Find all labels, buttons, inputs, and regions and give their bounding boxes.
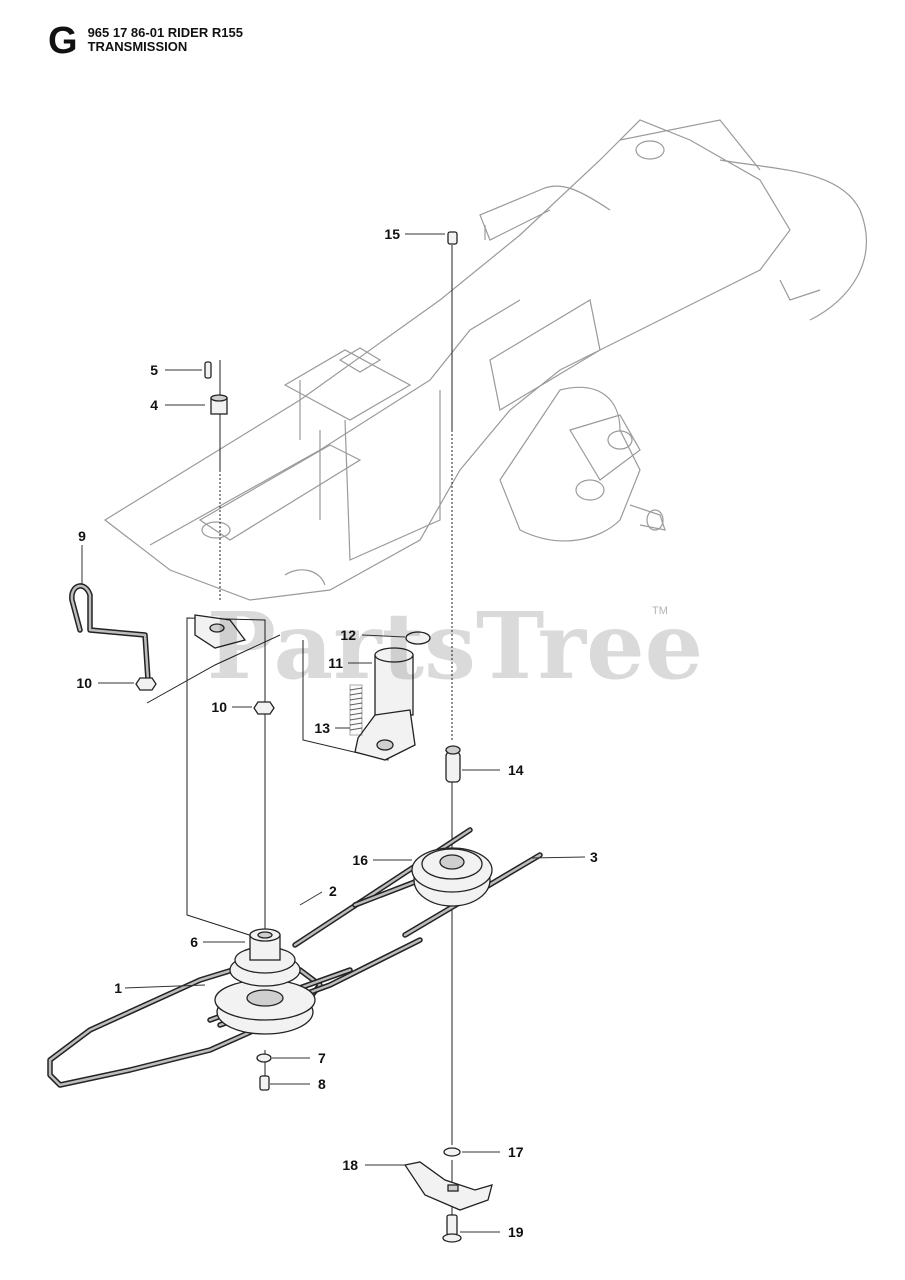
callout-14: 14 bbox=[508, 762, 524, 778]
callout-10a: 10 bbox=[76, 675, 92, 691]
callout-6: 6 bbox=[190, 934, 198, 950]
callout-10b: 10 bbox=[211, 699, 227, 715]
callout-11: 11 bbox=[328, 655, 343, 671]
callout-1: 1 bbox=[114, 980, 122, 996]
callout-18: 18 bbox=[342, 1157, 358, 1173]
diagram-header: G 965 17 86-01 RIDER R155 TRANSMISSION bbox=[48, 20, 243, 62]
callout-12: 12 bbox=[340, 627, 356, 643]
partstree-watermark: PartsTree TM bbox=[207, 592, 703, 700]
callout-15: 15 bbox=[384, 226, 400, 242]
belt-1 bbox=[47, 957, 323, 1088]
drive-pulley bbox=[214, 928, 316, 1035]
callout-2: 2 bbox=[329, 883, 337, 899]
callout-16: 16 bbox=[352, 852, 368, 868]
idler-pulley bbox=[411, 847, 493, 907]
callout-5: 5 bbox=[150, 362, 158, 378]
small-parts bbox=[69, 231, 493, 1243]
chassis-frame bbox=[103, 119, 867, 601]
section-title: TRANSMISSION bbox=[87, 39, 188, 54]
callout-4: 4 bbox=[150, 397, 158, 413]
watermark-text: PartsTree bbox=[207, 592, 703, 700]
callout-8: 8 bbox=[318, 1076, 326, 1092]
callout-labels: 1 2 3 4 5 6 7 8 9 10 10 11 12 13 14 15 1… bbox=[76, 226, 598, 1240]
section-letter: G bbox=[48, 20, 78, 62]
callout-7: 7 bbox=[318, 1050, 326, 1066]
model-line: 965 17 86-01 RIDER R155 bbox=[87, 25, 243, 40]
callout-3: 3 bbox=[590, 849, 598, 865]
callout-9: 9 bbox=[78, 528, 86, 544]
watermark-trademark: TM bbox=[652, 605, 668, 617]
callout-17: 17 bbox=[508, 1144, 524, 1160]
leader-lines bbox=[81, 233, 586, 1233]
title-block: 965 17 86-01 RIDER R155 TRANSMISSION bbox=[88, 24, 243, 54]
callout-13: 13 bbox=[314, 720, 330, 736]
callout-19: 19 bbox=[508, 1224, 524, 1240]
